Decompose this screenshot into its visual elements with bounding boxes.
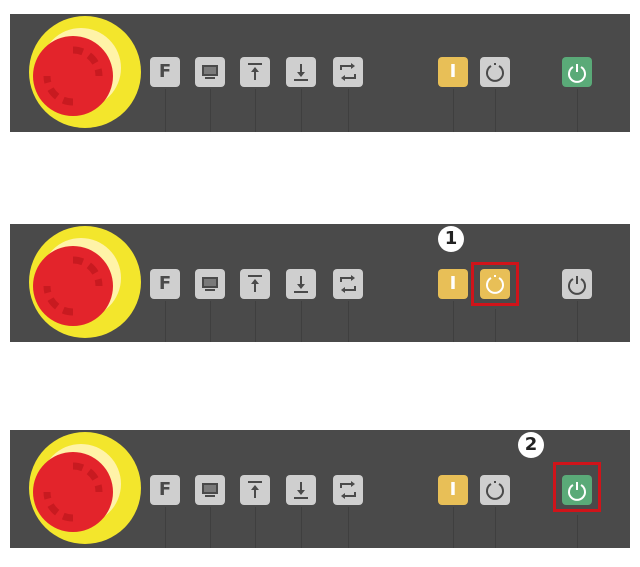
power-icon xyxy=(568,276,586,295)
standby-button[interactable] xyxy=(480,57,510,87)
arrow-up-button[interactable] xyxy=(240,475,270,505)
arrow-down-icon xyxy=(294,482,308,499)
tail-line xyxy=(453,301,454,342)
i-button[interactable]: I xyxy=(438,475,468,505)
control-panel-3: F I xyxy=(10,430,630,548)
standby-button[interactable] xyxy=(480,269,510,299)
power-button[interactable] xyxy=(562,475,592,505)
tail-line xyxy=(301,89,302,132)
step-number: 1 xyxy=(444,228,458,249)
tail-line xyxy=(210,301,211,342)
i-icon: I xyxy=(449,61,457,82)
monitor-button[interactable] xyxy=(195,269,225,299)
arrow-up-button[interactable] xyxy=(240,269,270,299)
standby-button[interactable] xyxy=(480,475,510,505)
function-icon: F xyxy=(158,273,172,294)
tail-line xyxy=(348,301,349,342)
i-button[interactable]: I xyxy=(438,57,468,87)
function-button[interactable]: F xyxy=(150,269,180,299)
emergency-stop-icon[interactable] xyxy=(25,226,145,342)
tail-line xyxy=(165,301,166,342)
power-icon xyxy=(568,482,586,501)
arrow-down-button[interactable] xyxy=(286,57,316,87)
function-icon: F xyxy=(158,61,172,82)
i-icon: I xyxy=(449,273,457,294)
i-button[interactable]: I xyxy=(438,269,468,299)
step-callout-1: 1 xyxy=(438,226,464,252)
tail-line xyxy=(495,89,496,132)
cycle-button[interactable] xyxy=(333,475,363,505)
tail-line xyxy=(577,89,578,132)
function-button[interactable]: F xyxy=(150,475,180,505)
function-button[interactable]: F xyxy=(150,57,180,87)
highlight-power-button xyxy=(553,462,601,512)
tail-line xyxy=(577,301,578,342)
tail-line xyxy=(255,301,256,342)
tail-line xyxy=(577,515,578,548)
tail-line xyxy=(453,89,454,132)
arrow-down-icon xyxy=(294,64,308,81)
tail-line xyxy=(255,507,256,548)
monitor-icon xyxy=(202,483,218,497)
step-callout-2: 2 xyxy=(518,432,544,458)
emergency-stop-icon[interactable] xyxy=(25,432,145,548)
function-icon: F xyxy=(158,479,172,500)
monitor-button[interactable] xyxy=(195,475,225,505)
cycle-button[interactable] xyxy=(333,269,363,299)
tail-line xyxy=(165,507,166,548)
cycle-button[interactable] xyxy=(333,57,363,87)
arrow-up-icon xyxy=(248,481,262,498)
tail-line xyxy=(165,89,166,132)
power-button[interactable] xyxy=(562,57,592,87)
arrow-down-button[interactable] xyxy=(286,475,316,505)
standby-icon xyxy=(486,275,504,294)
step-number: 2 xyxy=(524,434,538,455)
tail-line xyxy=(453,507,454,548)
emergency-stop-icon[interactable] xyxy=(25,16,145,132)
monitor-icon xyxy=(202,277,218,291)
monitor-button[interactable] xyxy=(195,57,225,87)
tail-line xyxy=(301,507,302,548)
highlight-standby-button xyxy=(471,262,519,306)
monitor-icon xyxy=(202,65,218,79)
standby-icon xyxy=(486,63,504,82)
tail-line xyxy=(495,309,496,342)
tail-line xyxy=(348,89,349,132)
arrow-up-icon xyxy=(248,275,262,292)
control-panel-2: F I xyxy=(10,224,630,342)
tail-line xyxy=(301,301,302,342)
arrow-down-icon xyxy=(294,276,308,293)
power-button[interactable] xyxy=(562,269,592,299)
tail-line xyxy=(210,507,211,548)
tail-line xyxy=(348,507,349,548)
tail-line xyxy=(210,89,211,132)
cycle-icon xyxy=(340,63,356,81)
power-icon xyxy=(568,64,586,83)
arrow-up-icon xyxy=(248,63,262,80)
standby-icon xyxy=(486,481,504,500)
arrow-up-button[interactable] xyxy=(240,57,270,87)
cycle-icon xyxy=(340,481,356,499)
tail-line xyxy=(255,89,256,132)
i-icon: I xyxy=(449,479,457,500)
tail-line xyxy=(495,507,496,548)
arrow-down-button[interactable] xyxy=(286,269,316,299)
control-panel-1: F I xyxy=(10,14,630,132)
cycle-icon xyxy=(340,275,356,293)
